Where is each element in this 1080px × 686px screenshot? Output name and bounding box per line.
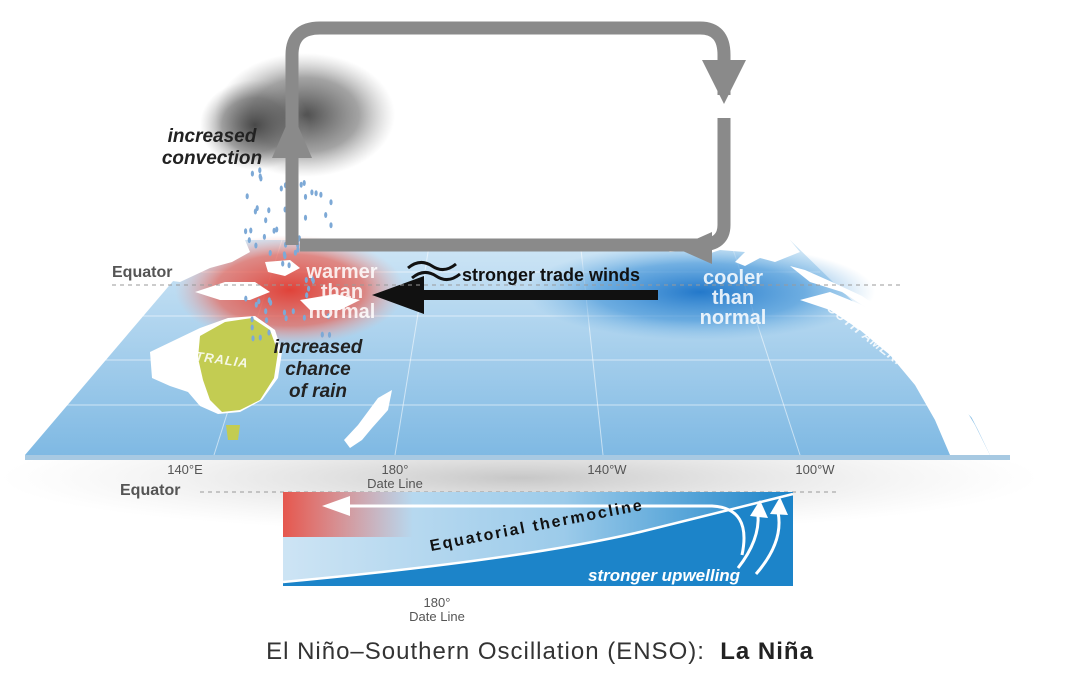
trade-winds-label: stronger trade winds <box>462 265 640 286</box>
equator-label-map: Equator <box>112 264 172 282</box>
rain-drop <box>329 222 332 228</box>
rain-drop <box>310 189 313 195</box>
rain-drop <box>273 228 276 234</box>
rain-drop <box>251 316 254 322</box>
rain-drop <box>267 207 270 213</box>
equator-label-section: Equator <box>120 482 180 500</box>
tasmania <box>226 425 240 440</box>
tick-140w-label: 140°W <box>572 463 642 477</box>
rain-drop <box>259 173 262 179</box>
plane-edge <box>25 455 1010 460</box>
upwelling-label: stronger upwelling <box>588 566 740 586</box>
rain-drop <box>269 250 272 256</box>
rain-drop <box>263 234 266 240</box>
rain-drop <box>283 310 286 316</box>
rain-label: increased chance of rain <box>262 337 374 403</box>
warm-line-2: than <box>292 282 392 302</box>
rain-drop <box>264 217 267 223</box>
tick-180-sub: Date Line <box>350 477 440 491</box>
cool-line-1: cooler <box>678 268 788 288</box>
rain-line-3: of rain <box>262 381 374 403</box>
convection-line-1: increased <box>152 126 272 148</box>
warm-line-1: warmer <box>292 262 392 282</box>
section-tick-label: 180° <box>392 596 482 610</box>
section-tick-180: 180° Date Line <box>392 596 482 624</box>
tick-100w: 100°W <box>780 463 850 477</box>
rain-drop <box>319 192 322 198</box>
rain-drop <box>303 180 306 186</box>
warm-water-label: warmer than normal <box>292 262 392 322</box>
rain-drop <box>280 186 283 192</box>
cool-line-2: than <box>678 288 788 308</box>
convection-line-2: convection <box>152 148 272 170</box>
rain-drop <box>251 171 254 177</box>
warm-line-3: normal <box>292 302 392 322</box>
cool-water-label: cooler than normal <box>678 268 788 328</box>
rain-drop <box>264 308 267 314</box>
convection-label: increased convection <box>152 126 272 170</box>
tick-180: 180° Date Line <box>350 463 440 491</box>
rain-drop <box>255 302 258 308</box>
section-tick-sub: Date Line <box>392 610 482 624</box>
rain-drop <box>304 215 307 221</box>
tick-180-label: 180° <box>350 463 440 477</box>
caption-prefix: El Niño–Southern Oscillation (ENSO): <box>266 638 705 665</box>
rain-drop <box>248 237 251 243</box>
cool-line-3: normal <box>678 308 788 328</box>
rain-drop <box>265 317 268 323</box>
rain-drop <box>288 262 291 268</box>
rain-drop <box>244 296 247 302</box>
rain-drop <box>244 228 247 234</box>
descending-air-arrowhead <box>702 60 746 104</box>
rain-line-2: chance <box>262 359 374 381</box>
rain-drop <box>254 243 257 249</box>
rain-drop <box>268 297 271 303</box>
diagram-caption: El Niño–Southern Oscillation (ENSO): La … <box>0 638 1080 666</box>
tick-140e-label: 140°E <box>150 463 220 477</box>
rain-drop <box>251 335 254 341</box>
rain-drop <box>285 315 288 321</box>
rain-drop <box>329 199 332 205</box>
rain-drop <box>281 261 284 267</box>
rain-drop <box>256 205 259 211</box>
caption-phase: La Niña <box>720 638 814 665</box>
tick-140e: 140°E <box>150 463 220 477</box>
rain-drop <box>249 228 252 234</box>
rain-drop <box>304 194 307 200</box>
rain-line-1: increased <box>262 337 374 359</box>
tick-140w: 140°W <box>572 463 642 477</box>
rain-drop <box>324 212 327 218</box>
rain-drop <box>267 330 270 336</box>
rain-drop <box>283 251 286 257</box>
rain-drop <box>251 325 254 331</box>
rain-drop <box>296 247 299 253</box>
tick-100w-label: 100°W <box>780 463 850 477</box>
rain-drop <box>300 182 303 188</box>
rain-drop <box>246 193 249 199</box>
rain-drop <box>315 190 318 196</box>
